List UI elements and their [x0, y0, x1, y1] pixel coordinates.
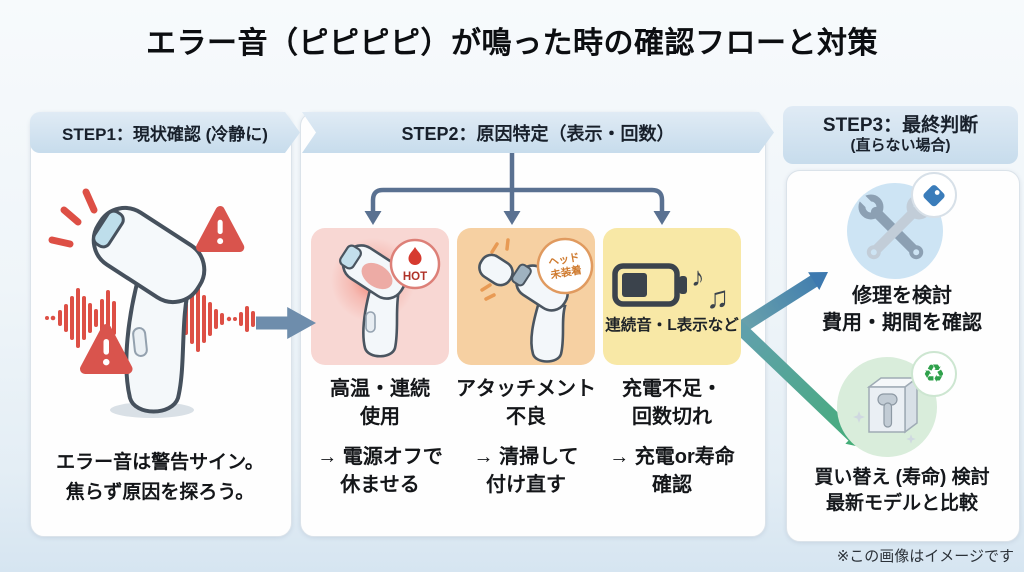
alert-lines-icon — [48, 188, 98, 248]
cause-box-overheat: HOT — [311, 228, 449, 365]
cause-label-line: 高温・連続 — [330, 378, 430, 400]
repair-arrow-icon — [733, 274, 821, 335]
step3-header-label-line1: STEP3：最終判断 — [822, 114, 979, 136]
battery-and-notes-illustration: ♪ ♫ — [612, 262, 729, 315]
step3-header-label-line2: (直らない場合) — [850, 137, 951, 155]
music-note-icon: ♪ — [691, 262, 705, 292]
cause-label-attachment: アタッチメント 不良 — [441, 375, 611, 431]
cause-label-overheat: 高温・連続 使用 — [295, 375, 465, 431]
sound-wave-icon — [184, 286, 255, 352]
replace-label-line2: 最新モデルと比較 — [825, 493, 978, 514]
warning-triangle-icon — [196, 206, 245, 252]
mini-device — [339, 244, 407, 358]
cause-action-line: → 清掃して — [473, 446, 579, 468]
cause-action-line: 確認 — [652, 474, 692, 496]
replace-label-line1: 買い替え (寿命) 検討 — [814, 467, 990, 488]
cause-action-overheat: → 電源オフで 休ませる — [295, 443, 465, 499]
head-badge-line2: 未装着 — [549, 263, 584, 282]
step2-header-banner: STEP2：原因特定（表示・回数） — [302, 112, 774, 153]
branch-connector-arrows — [364, 152, 671, 225]
replace-option-label: 買い替え (寿命) 検討 最新モデルと比較 — [788, 465, 1016, 517]
price-tag-badge — [911, 172, 957, 218]
cause-action-line: 付け直す — [486, 474, 566, 496]
page-title: エラー音（ピピピピ）が鳴った時の確認フローと対策 — [146, 27, 878, 60]
cause-label-line: 充電不足・ — [622, 378, 722, 400]
recycle-icon: ♻ — [922, 359, 946, 388]
mini-device — [478, 253, 569, 363]
step1-header-banner: STEP1：現状確認 (冷静に) — [30, 112, 300, 153]
battery-icon — [612, 263, 687, 307]
step1-caption-line1: エラー音は警告サイン。 — [56, 452, 264, 473]
cause-label-line: アタッチメント — [456, 378, 596, 400]
cause-label-line: 使用 — [360, 406, 400, 428]
motion-lines-icon — [480, 238, 510, 301]
cause-label-line: 不良 — [506, 406, 546, 428]
ipl-device-illustration — [91, 205, 207, 414]
step1-caption-line2: 焦らず原因を探ろう。 — [65, 482, 255, 503]
music-notes-icon: ♫ — [706, 280, 729, 315]
recycle-badge: ♻ — [911, 351, 957, 397]
price-tag-icon — [923, 185, 945, 207]
battery-box-caption: 連続音・L表示など — [605, 317, 739, 334]
cause-action-line: → 電源オフで — [317, 446, 443, 468]
replace-arrow-icon — [733, 321, 860, 443]
cause-box-attachment: ヘッド 未装着 — [457, 228, 595, 365]
boxed-device-icon — [853, 376, 920, 444]
detached-head-cap — [478, 253, 514, 287]
cause-action-line: → 充電or寿命 — [609, 446, 735, 468]
detached-head-illustration: ヘッド 未装着 — [478, 237, 594, 363]
step1-header-label: STEP1：現状確認 (冷静に) — [62, 125, 268, 144]
step2-header-label: STEP2：原因特定（表示・回数） — [401, 123, 675, 144]
beeping-device-illustration — [45, 188, 255, 418]
cause-box-battery: ♪ ♫ 連続音・L表示など — [603, 228, 741, 365]
step1-caption: エラー音は警告サイン。 焦らず原因を探ろう。 — [40, 448, 280, 508]
step3-header-banner: STEP3：最終判断 (直らない場合) — [783, 106, 1018, 164]
cause-action-battery: → 充電or寿命 確認 — [587, 443, 757, 499]
overheated-device-illustration: HOT — [331, 238, 441, 358]
head-badge-line1: ヘッド — [547, 251, 580, 268]
repair-option-label: 修理を検討 費用・期間を確認 — [790, 283, 1014, 337]
cause-label-line: 回数切れ — [632, 406, 712, 428]
warning-triangle-icon — [80, 324, 133, 374]
head-not-attached-badge: ヘッド 未装着 — [536, 237, 594, 295]
repair-label-line1: 修理を検討 — [852, 285, 952, 307]
hot-badge-label: HOT — [403, 271, 427, 283]
cause-label-battery: 充電不足・ 回数切れ — [587, 375, 757, 431]
hot-badge: HOT — [389, 238, 441, 290]
cause-action-line: 休ませる — [340, 474, 420, 496]
device-silhouette — [877, 393, 898, 428]
cause-action-attachment: → 清掃して 付け直す — [441, 443, 611, 499]
footer-note: ※この画像はイメージです — [836, 548, 1014, 565]
flame-icon — [408, 247, 422, 265]
repair-label-line2: 費用・期間を確認 — [822, 312, 982, 334]
replace-option-circle — [837, 357, 937, 457]
wrench-tools-icon — [858, 194, 932, 260]
